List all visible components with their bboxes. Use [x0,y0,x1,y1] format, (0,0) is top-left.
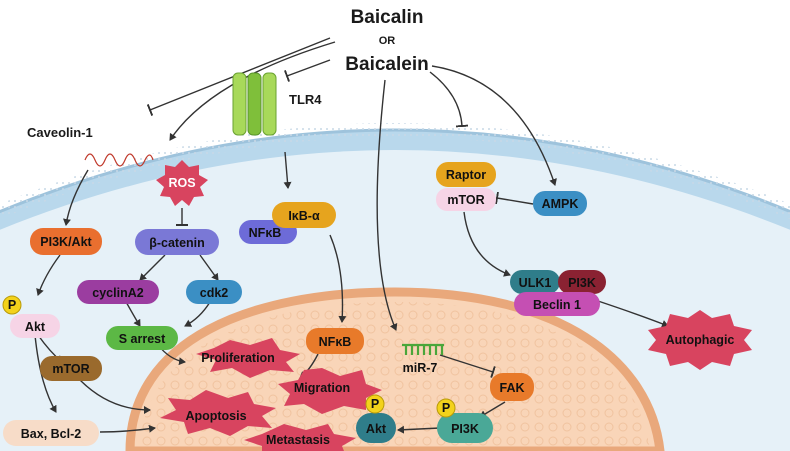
ampk-node [533,191,587,216]
raptor-node [436,162,496,187]
ros-label: ROS [168,176,195,190]
akt-bottom-node [356,413,396,443]
akt-left-label: Akt [25,320,46,334]
cdk2-label: cdk2 [200,286,229,300]
pi3k-right-label: PI3K [568,276,596,290]
mtor-left-node [40,356,102,381]
fak-node [490,373,534,401]
phospho-pi3k [436,398,456,418]
metastasis-label: Metastasis [266,433,330,447]
phospho-akt-left [2,295,22,315]
ulk1-label: ULK1 [519,276,552,290]
mir7-label: miR-7 [403,361,438,375]
beclin1-node [514,292,600,316]
autophagic-label: Autophagic [666,333,735,347]
phospho-akt-bottom-label: P [371,397,379,411]
bax-label: Bax, Bcl-2 [21,427,81,441]
pi3k-bottom-node [437,413,493,443]
membrane-band [0,123,790,220]
apoptosis-node [160,390,276,436]
apoptosis-label: Apoptosis [185,409,246,423]
raptor-label: Raptor [446,168,486,182]
s-arrest-label: S arrest [119,332,166,346]
migration-label: Migration [294,381,350,395]
tlr4-label: TLR4 [289,92,322,107]
phospho-pi3k-label: P [442,401,450,415]
beta-catenin-label: β-catenin [149,236,205,250]
nfkb-cyto-label: NFκB [249,226,282,240]
bax-node [3,420,99,446]
or-label: OR [379,35,396,47]
cyclina2-label: cyclinA2 [92,286,143,300]
pi3k-bottom-label: PI3K [451,422,479,436]
ikb-node [272,202,336,228]
proliferation-node [196,338,300,378]
beclin1-label: Beclin 1 [533,298,581,312]
caveolin-protein [84,153,154,167]
nfkb-nuc-node [306,328,364,354]
akt-bottom-label: Akt [366,422,387,436]
phospho-akt-left-label: P [8,298,16,312]
ikb-label: IκB-α [288,209,320,223]
metastasis-node [244,424,356,451]
chromatin-texture [140,302,650,451]
fak-label: FAK [500,381,525,395]
proliferation-label: Proliferation [201,351,275,365]
baicalin-label: Baicalin [351,7,424,28]
autophagic-node [648,310,752,370]
pi3k-akt-label: PI3K/Akt [40,235,92,249]
ulk1-node [510,270,560,294]
caveolin-label: Caveolin-1 [27,125,93,140]
tlr4-receptor [232,72,277,136]
baicalein-label: Baicalein [345,54,428,75]
mtor-top-label: mTOR [447,193,484,207]
akt-left-node [10,314,60,338]
s-arrest-node [106,326,178,350]
ros-node [156,160,208,206]
mir7-strand [402,343,444,355]
mtor-left-label: mTOR [52,362,89,376]
migration-node [278,368,382,414]
cyclina2-node [77,280,159,304]
cdk2-node [186,280,242,304]
ampk-label: AMPK [542,197,579,211]
phospho-akt-bottom [365,394,385,414]
nfkb-nuc-label: NFκB [319,335,352,349]
mtor-top-node [436,188,496,211]
pi3k-akt-node [30,228,102,255]
beta-catenin-node [135,229,219,255]
pi3k-right-node [558,270,606,294]
